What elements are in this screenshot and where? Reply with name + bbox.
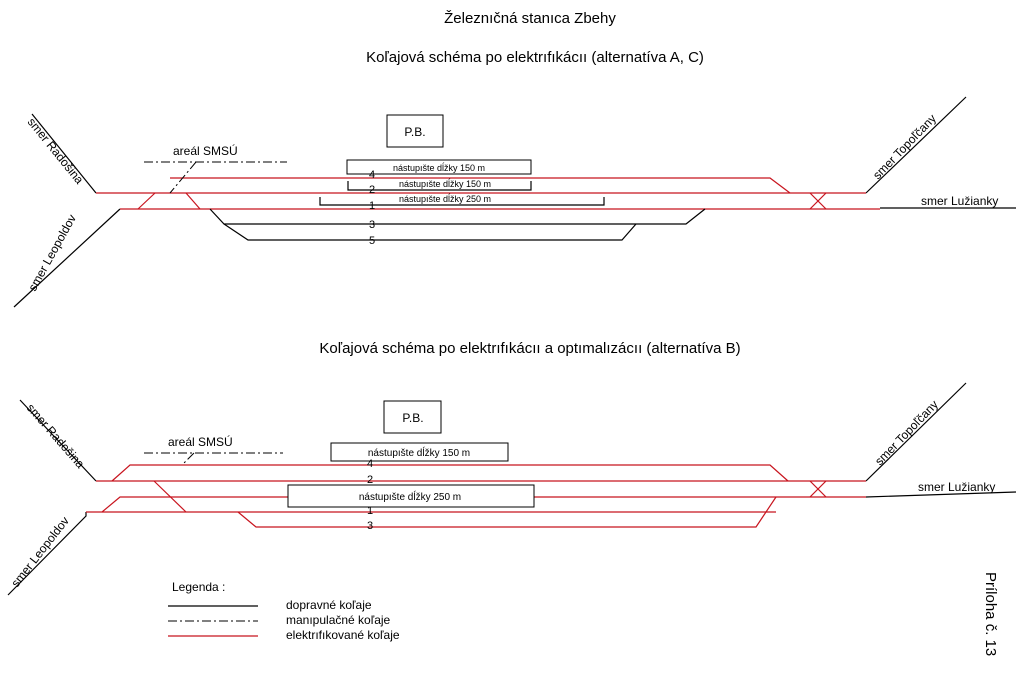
station-title: Železnıčná stanıca Zbehy (444, 10, 616, 27)
track-number-3-b: 3 (367, 520, 373, 532)
line-topolcany-b (865, 382, 967, 482)
platform-150-top-a (346, 159, 532, 175)
platform-150-label-b: nástupıšte dĺžky 150 m (368, 446, 470, 459)
track-number-5-a: 5 (369, 235, 375, 247)
line-luzianky-b (865, 491, 1017, 498)
schema-a-title: Koľajová schéma po elektrıfıkácıı (alter… (366, 49, 704, 66)
building-label-a: P.B. (404, 125, 425, 139)
smsu-link-b (181, 452, 195, 466)
line-radosina-b (19, 399, 97, 482)
switch-a (185, 192, 201, 210)
crossover-right-a2 (809, 192, 827, 210)
dir-topolcany-b: smer Topoľčany (872, 397, 941, 468)
smsu-label-a: areál SMSÚ (173, 143, 238, 158)
legend-label-manipulation: manıpulačné koľaje (286, 613, 391, 627)
platform-250-label-b: nástupıšte dĺžky 250 m (359, 490, 461, 503)
smsu-label-b: areál SMSÚ (168, 434, 233, 449)
attachment-label: Príloha č. 13 (982, 572, 999, 656)
track-number-4-b: 4 (367, 458, 373, 470)
track-4-b (111, 464, 789, 482)
legend: Legenda : dopravné koľaje manıpulačné ko… (168, 580, 400, 642)
platform-150-top-label-a: nástupıšte dĺžky 150 m (393, 162, 485, 173)
platform-150-mid-label-a: nástupıšte dĺžky 150 m (399, 178, 491, 189)
dir-radosina-b: smer Radošina (24, 401, 88, 471)
line-leopoldov-b (7, 512, 87, 596)
dir-leopoldov-b: smer Leopoldov (8, 514, 72, 590)
station-building-b (383, 400, 442, 434)
track-number-4-a: 4 (369, 169, 375, 181)
schema-b: P.B. nástupıšte dĺžky 150 m nástupıšte d… (7, 382, 1017, 596)
line-leopoldov-a (13, 208, 121, 308)
dir-topolcany-a: smer Topoľčany (870, 111, 939, 182)
track-number-1-a: 1 (369, 200, 375, 212)
track-3-b (237, 496, 777, 528)
platform-250-a (319, 197, 605, 206)
track-3-a (209, 208, 706, 225)
platform-150-b (330, 442, 509, 462)
track-5-a (223, 223, 637, 241)
legend-label-electrified: elektrıfıkované koľaje (286, 628, 400, 642)
platform-250-b (287, 484, 535, 508)
smsu-link-a (169, 161, 197, 194)
crossover-left-a (137, 192, 156, 210)
dir-radosina-a: smer Radošina (25, 115, 87, 187)
track-number-3-a: 3 (369, 219, 375, 231)
legend-title: Legenda : (172, 580, 225, 594)
crossover-right-b2 (809, 480, 827, 498)
schema-b-title: Koľajová schéma po elektrıfıkácıı a optı… (319, 340, 740, 357)
line-topolcany-a (865, 96, 967, 194)
track-number-2-a: 2 (369, 184, 375, 196)
track-number-2-b: 2 (367, 474, 373, 486)
dir-luzianky-a: smer Lužianky (921, 194, 998, 208)
dir-luzianky-b: smer Lužianky (918, 480, 995, 494)
track-number-1-b: 1 (367, 505, 373, 517)
legend-label-transport: dopravné koľaje (286, 598, 372, 612)
dir-leopoldov-a: smer Leopoldov (25, 212, 79, 293)
building-label-b: P.B. (402, 411, 423, 425)
line-radosina-a (31, 113, 97, 194)
schema-a: P.B. nástupıšte dĺžky 150 m nástupıšte d… (13, 96, 1016, 308)
platform-150-mid-a (347, 181, 532, 191)
switch-b (153, 480, 187, 513)
platform-250-label-a: nástupıšte dĺžky 250 m (399, 193, 491, 204)
track-4-a (170, 177, 791, 194)
station-building-a (386, 114, 444, 148)
